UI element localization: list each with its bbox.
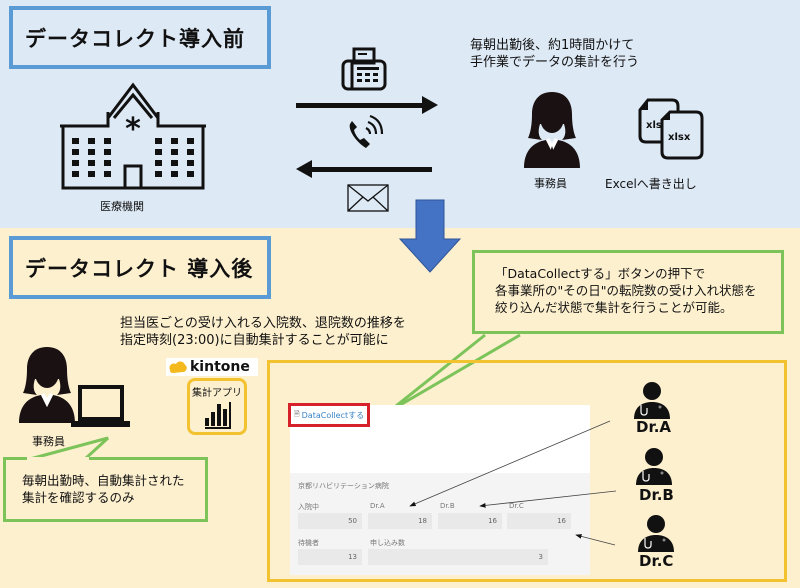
staff-callout: 毎朝出勤時、自動集計された 集計を確認するのみ bbox=[3, 457, 208, 522]
phone-icon bbox=[349, 114, 384, 148]
mail-icon bbox=[347, 184, 389, 212]
kintone-cloud-icon bbox=[169, 361, 187, 373]
after-staff-label: 事務員 bbox=[32, 435, 65, 448]
transition-down-arrow-icon bbox=[398, 199, 462, 273]
hospital-icon: * bbox=[60, 82, 206, 190]
doctor-a-icon bbox=[634, 382, 670, 419]
field-label-dr-a: Dr.A bbox=[370, 502, 385, 510]
excel-files-icon: xlsx xlsx bbox=[638, 98, 704, 160]
clipboard-icon: 🗎 bbox=[294, 409, 300, 418]
doctor-b-label: Dr.B bbox=[639, 486, 674, 504]
arrow-dr-c bbox=[575, 534, 616, 546]
svg-text:*: * bbox=[125, 112, 141, 147]
before-title: データコレクト導入前 bbox=[9, 6, 271, 69]
arrow-dr-b bbox=[479, 490, 617, 508]
arrow-left-icon bbox=[296, 160, 432, 178]
field-label-inpatient: 入院中 bbox=[298, 503, 319, 511]
doctor-c-icon bbox=[638, 515, 674, 552]
file-ext-text-2: xlsx bbox=[668, 132, 691, 143]
button-callout: 「DataCollectする」ボタンの押下で 各事業所の"その日"の転院数の受け… bbox=[472, 250, 784, 334]
after-description-line1: 担当医ごとの受け入れる入院数、退院数の推移を bbox=[120, 316, 406, 331]
staff-callout-line2: 集計を確認するのみ bbox=[22, 490, 135, 505]
button-callout-line1: 「DataCollectする」ボタンの押下で bbox=[495, 266, 706, 281]
doctor-b-icon bbox=[636, 448, 672, 485]
datacollect-button[interactable]: 🗎 DataCollectする bbox=[288, 403, 370, 427]
facility-name: 京都リハビリテーション病院 bbox=[298, 482, 389, 490]
button-callout-pointer bbox=[395, 333, 521, 410]
kintone-record-panel: 🗎 DataCollectする 京都リハビリテーション病院 入院中 Dr.A D… bbox=[288, 403, 590, 575]
field-label-dr-b: Dr.B bbox=[440, 502, 455, 510]
before-description-line2: 手作業でデータの集計を行う bbox=[470, 55, 640, 70]
doctor-pointer-arrows bbox=[409, 420, 617, 546]
aggregation-app-icon[interactable]: 集計アプリ bbox=[187, 378, 247, 435]
button-callout-line2: 各事業所の"その日"の転院数の受け入れ状態を bbox=[495, 283, 757, 298]
field-value-dr-b[interactable]: 16 bbox=[438, 513, 502, 529]
staff-laptop-icon bbox=[19, 347, 130, 427]
file-ext-text-1: xlsx bbox=[646, 120, 669, 131]
bar-chart-icon bbox=[205, 402, 231, 429]
excel-export-label: Excelへ書き出し bbox=[605, 177, 697, 191]
staff-callout-line1: 毎朝出勤時、自動集計された bbox=[22, 473, 185, 488]
field-value-inpatient[interactable]: 50 bbox=[298, 513, 362, 529]
fax-icon bbox=[341, 47, 387, 91]
after-description: 担当医ごとの受け入れる入院数、退院数の推移を 指定時刻(23:00)に自動集計す… bbox=[120, 315, 406, 349]
after-title: データコレクト 導入後 bbox=[9, 236, 271, 299]
arrow-right-icon bbox=[296, 96, 438, 114]
kintone-screen-frame bbox=[267, 360, 787, 582]
aggregation-app-label: 集計アプリ bbox=[192, 388, 242, 399]
doctor-c-label: Dr.C bbox=[639, 552, 674, 570]
before-description-line1: 毎朝出勤後、約1時間かけて bbox=[470, 38, 635, 53]
field-value-dr-a[interactable]: 18 bbox=[368, 513, 432, 529]
kintone-logo: kintone bbox=[166, 358, 258, 376]
kintone-logo-text: kintone bbox=[190, 359, 250, 375]
doctor-a-label: Dr.A bbox=[636, 418, 672, 436]
staff-person-icon bbox=[524, 92, 580, 168]
button-callout-line3: 絞り込んだ状態で集計を行うことが可能。 bbox=[495, 300, 733, 315]
arrow-dr-a bbox=[409, 420, 611, 507]
hospital-label: 医療機関 bbox=[100, 200, 144, 213]
datacollect-button-label: DataCollectする bbox=[301, 410, 365, 420]
field-label-applications: 申し込み数 bbox=[370, 539, 405, 547]
after-description-line2: 指定時刻(23:00)に自動集計することが可能に bbox=[120, 333, 389, 348]
field-label-waiting: 待機者 bbox=[298, 539, 319, 547]
before-staff-label: 事務員 bbox=[534, 177, 567, 190]
field-label-dr-c: Dr.C bbox=[509, 502, 524, 510]
field-value-dr-c[interactable]: 16 bbox=[507, 513, 571, 529]
field-value-applications[interactable]: 3 bbox=[368, 549, 548, 565]
callout-gap bbox=[27, 457, 89, 460]
field-value-waiting[interactable]: 13 bbox=[298, 549, 362, 565]
before-description: 毎朝出勤後、約1時間かけて 手作業でデータの集計を行う bbox=[470, 37, 639, 71]
